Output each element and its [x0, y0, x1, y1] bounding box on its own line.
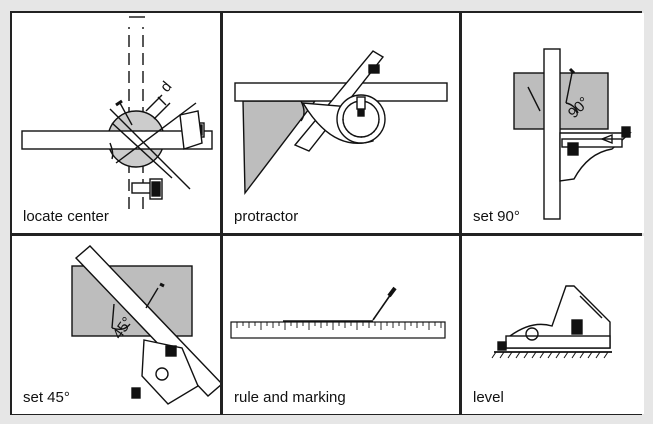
cell-label: protractor: [234, 208, 299, 225]
diameter-label: d: [157, 78, 175, 95]
cell-set-45: 45° set 45°: [12, 236, 220, 414]
protractor-head-icon: [234, 50, 448, 196]
ruler-marking-icon: [230, 286, 446, 339]
center-finder-icon: d: [21, 16, 213, 213]
combination-square-usage-grid: d locate center protractor: [10, 11, 644, 415]
square-head-90-icon: 90°: [513, 48, 632, 220]
cell-label: set 90°: [473, 208, 520, 225]
square-head-45-icon: 45°: [71, 245, 220, 405]
cell-label: locate center: [23, 208, 109, 225]
cell-level: level: [462, 236, 644, 414]
level-icon: [491, 285, 612, 359]
cell-label: rule and marking: [234, 389, 346, 406]
cell-locate-center: d locate center: [12, 13, 220, 233]
cell-set-90: 90° set 90°: [462, 13, 644, 233]
cell-rule-marking: rule and marking: [223, 236, 459, 414]
cell-label: set 45°: [23, 389, 70, 406]
cell-label: level: [473, 389, 504, 406]
cell-protractor: protractor: [223, 13, 459, 233]
